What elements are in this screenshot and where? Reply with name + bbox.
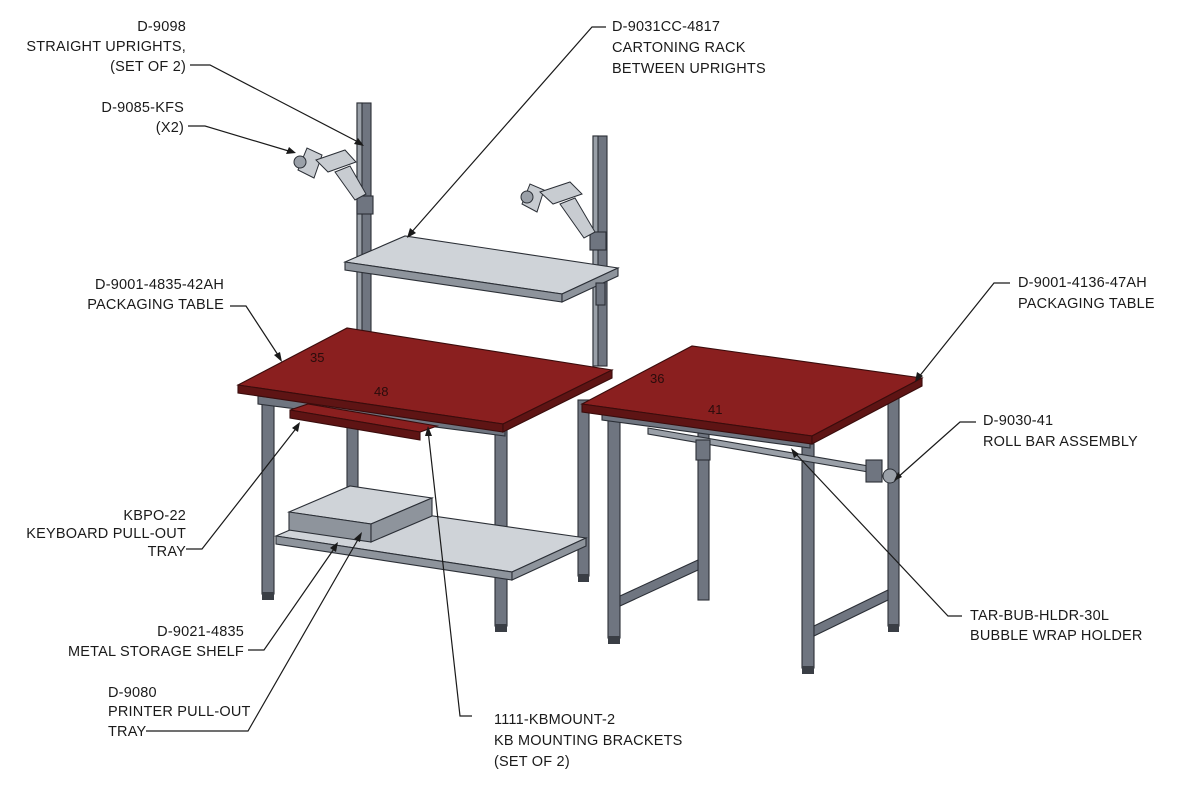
callout-label-line: D-9098 (137, 19, 186, 35)
callout-label-line: PRINTER PULL-OUT (108, 704, 251, 720)
callout-label-line: METAL STORAGE SHELF (68, 644, 244, 660)
leg-back-right-2 (887, 395, 900, 627)
dim-right-width: 41 (708, 402, 722, 417)
callout-cartoning-rack: D-9031CC-4817 CARTONING RACK BETWEEN UPR… (612, 19, 766, 77)
callout-label-line: TRAY (148, 544, 187, 560)
callout-bubble-wrap: TAR-BUB-HLDR-30L BUBBLE WRAP HOLDER (970, 608, 1143, 644)
leg-front-left (261, 397, 275, 595)
dim-left-width: 48 (374, 384, 388, 399)
leg-front-left-2 (607, 413, 621, 639)
callout-label-line: CARTONING RACK (612, 40, 746, 56)
leg-back-right (577, 399, 590, 577)
callout-label-line: ROLL BAR ASSEMBLY (983, 434, 1138, 450)
monitor-mount-right (520, 181, 607, 251)
callout-label-line: (SET OF 2) (494, 754, 570, 770)
callout-label-line: D-9001-4136-47AH (1018, 275, 1147, 291)
callout-monitor-arm: D-9085-KFS (X2) (101, 100, 184, 136)
left-workstation: 35 48 (236, 102, 620, 632)
callout-label-line: TRAY (108, 724, 147, 740)
callout-label-line: (SET OF 2) (110, 59, 186, 75)
dim-left-depth: 35 (310, 350, 324, 365)
callout-roll-bar: D-9030-41 ROLL BAR ASSEMBLY (983, 413, 1138, 450)
callout-label-line: BETWEEN UPRIGHTS (612, 61, 766, 77)
callout-label-line: D-9080 (108, 685, 157, 701)
callout-label-line: D-9031CC-4817 (612, 19, 720, 35)
callout-label-line: STRAIGHT UPRIGHTS, (26, 39, 186, 55)
callout-label-line: KEYBOARD PULL-OUT (26, 526, 186, 542)
callout-packaging-table-left: D-9001-4835-42AH PACKAGING TABLE (87, 277, 224, 313)
callout-label-line: PACKAGING TABLE (1018, 296, 1155, 312)
callout-storage-shelf: D-9021-4835 METAL STORAGE SHELF (68, 624, 244, 660)
callout-label-line: D-9030-41 (983, 413, 1053, 429)
callout-label-line: D-9085-KFS (101, 100, 184, 116)
callout-printer-tray: D-9080 PRINTER PULL-OUT TRAY (108, 685, 251, 740)
right-workstation: 36 41 (580, 345, 924, 674)
callout-keyboard-tray: KBPO-22 KEYBOARD PULL-OUT TRAY (26, 508, 186, 560)
callout-label-line: TAR-BUB-HLDR-30L (970, 608, 1109, 624)
callout-label-line: KB MOUNTING BRACKETS (494, 733, 683, 749)
monitor-mount-left (293, 147, 374, 215)
leg-front-right-2 (801, 443, 815, 669)
callout-label-line: PACKAGING TABLE (87, 297, 224, 313)
leader-lines (146, 26, 1010, 732)
callout-uprights: D-9098 STRAIGHT UPRIGHTS, (SET OF 2) (26, 19, 186, 75)
callout-label-line: 1111-KBMOUNT-2 (494, 712, 615, 728)
callout-label-line: D-9001-4835-42AH (95, 277, 224, 293)
dim-right-depth: 36 (650, 371, 664, 386)
callout-label-line: D-9021-4835 (157, 624, 244, 640)
callout-packaging-table-right: D-9001-4136-47AH PACKAGING TABLE (1018, 275, 1155, 312)
callout-label-line: BUBBLE WRAP HOLDER (970, 628, 1143, 644)
callout-kb-brackets: 1111-KBMOUNT-2 KB MOUNTING BRACKETS (SET… (494, 712, 683, 770)
callout-label-line: KBPO-22 (123, 508, 186, 524)
callout-label-line: (X2) (156, 120, 184, 136)
